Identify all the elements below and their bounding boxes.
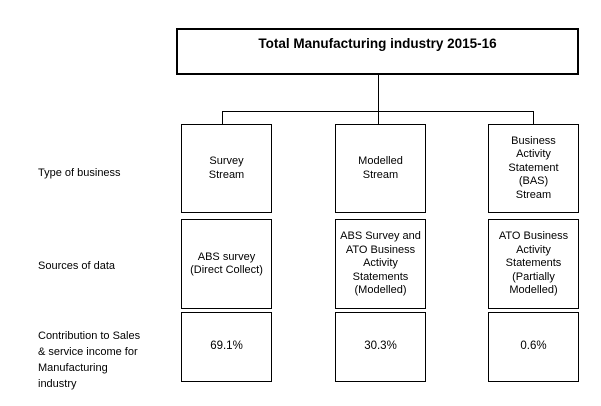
survey-stream-label: Survey Stream	[208, 155, 245, 181]
connector-drop-survey	[222, 111, 223, 124]
survey-contribution-box: 69.1%	[181, 312, 272, 382]
title-box: Total Manufacturing industry 2015-16	[176, 28, 579, 75]
survey-sources-label: ABS survey (Direct Collect)	[190, 250, 263, 277]
bas-contribution-box: 0.6%	[488, 312, 579, 382]
connector-trunk-line	[378, 75, 379, 124]
modelled-sources-box: ABS Survey and ATO Business Activity Sta…	[335, 219, 426, 309]
row-label-sources-of-data: Sources of data	[38, 260, 116, 272]
row-label-type-of-business: Type of business	[38, 167, 121, 179]
connector-drop-bas	[533, 111, 534, 124]
bas-sources-box: ATO Business Activity Statements (Partia…	[488, 219, 579, 309]
modelled-contribution-box: 30.3%	[335, 312, 426, 382]
diagram-title: Total Manufacturing industry 2015-16	[258, 36, 497, 51]
row-label-contribution: Contribution to Sales & service income f…	[38, 330, 141, 390]
modelled-stream-box: Modelled Stream	[335, 124, 426, 213]
bas-stream-label: Business Activity Statement (BAS) Stream	[508, 134, 559, 201]
survey-stream-box: Survey Stream	[181, 124, 272, 213]
bas-sources-label: ATO Business Activity Statements (Partia…	[498, 230, 569, 297]
bas-stream-box: Business Activity Statement (BAS) Stream	[488, 124, 579, 213]
bas-contribution-value: 0.6%	[520, 340, 547, 353]
modelled-sources-label: ABS Survey and ATO Business Activity Sta…	[340, 230, 421, 297]
survey-sources-box: ABS survey (Direct Collect)	[181, 219, 272, 309]
connector-branch-line	[222, 111, 534, 112]
survey-contribution-value: 69.1%	[210, 340, 243, 353]
modelled-contribution-value: 30.3%	[364, 340, 397, 353]
modelled-stream-label: Modelled Stream	[358, 155, 403, 181]
